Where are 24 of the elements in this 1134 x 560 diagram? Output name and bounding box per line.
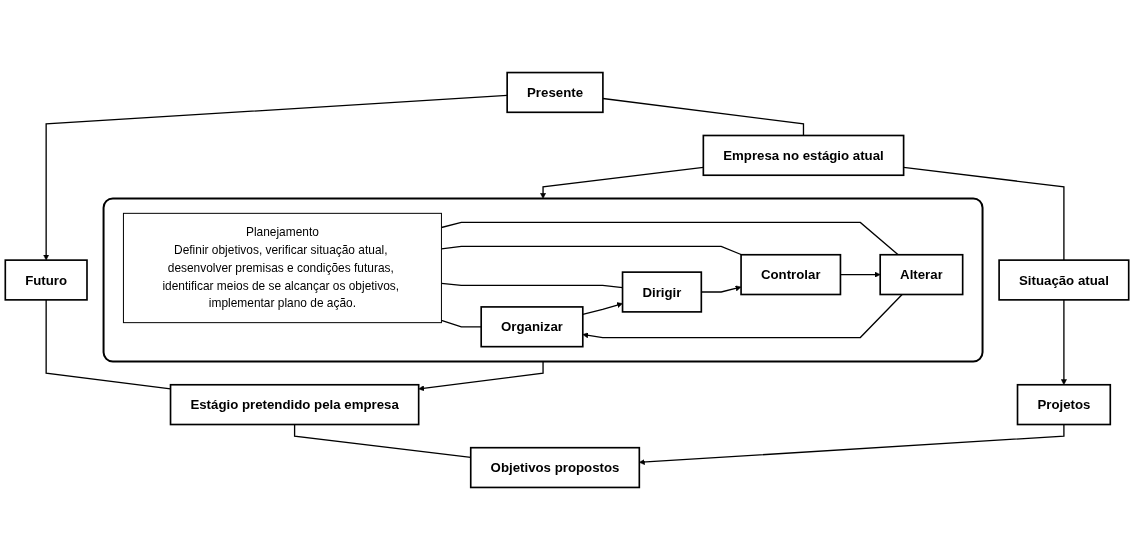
node-box: Situação atual <box>998 259 1130 301</box>
arrow <box>43 94 508 261</box>
connector <box>440 319 482 328</box>
node-box: Objetivos propostos <box>469 446 641 489</box>
arrow <box>540 166 704 199</box>
node-box: Dirigir <box>621 271 703 313</box>
node-box: Projetos <box>1016 383 1112 426</box>
connector <box>440 245 743 256</box>
node-box: Presente <box>506 71 604 114</box>
node-box: Empresa no estágio atual <box>702 134 905 177</box>
arrow <box>582 302 623 315</box>
arrow <box>582 293 903 339</box>
arrow <box>1061 299 1067 385</box>
node-box: Planejamento Definir objetivos, verificar situação atual, desenvolver premisas e condições futuras, identificar meios de se alcançar os objetivos, implementar plano de ação. <box>122 212 442 324</box>
node-box: Alterar <box>879 253 964 296</box>
arrow <box>418 360 544 392</box>
node-box: Futuro <box>4 259 88 301</box>
node-box: Estágio pretendido pela empresa <box>169 383 420 426</box>
node-box: Organizar <box>480 306 584 348</box>
node-box: Controlar <box>740 253 842 296</box>
connector <box>602 97 805 137</box>
arrow <box>639 423 1065 465</box>
cluster <box>102 197 984 363</box>
connector <box>440 221 899 256</box>
